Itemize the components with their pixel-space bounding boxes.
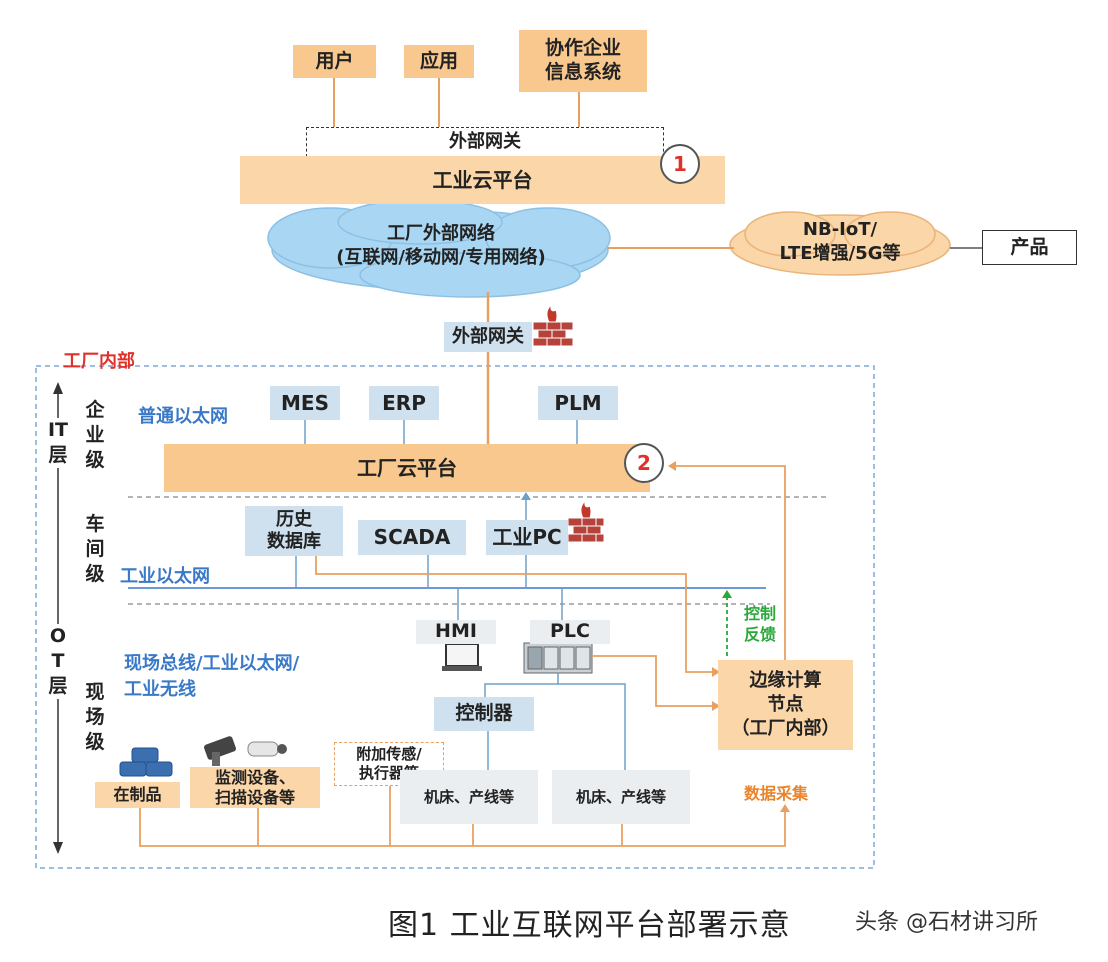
history-database-box[interactable]: 历史 数据库 [245, 506, 343, 556]
factory-boundary [35, 365, 875, 869]
ot-layer-label: OT层 [47, 624, 69, 700]
industrial-pc-box[interactable]: 工业PC [486, 520, 568, 555]
industrial-cloud-platform[interactable]: 工业云平台 [240, 156, 725, 204]
industrial-ethernet-label: 工业以太网 [120, 566, 210, 587]
external-gateway-mid[interactable]: 外部网关 [444, 322, 532, 352]
plc-label-box[interactable]: PLC [530, 620, 610, 644]
user-box[interactable]: 用户 [293, 45, 376, 78]
nbiot-cloud [729, 211, 951, 276]
scada-box[interactable]: SCADA [358, 520, 466, 555]
data-collection-label: 数据采集 [744, 784, 809, 803]
machine-tools-box-2[interactable]: 机床、产线等 [552, 770, 690, 824]
partner-info-system-box[interactable]: 协作企业 信息系统 [519, 30, 647, 92]
field-level-label: 现场级 [85, 681, 105, 754]
hmi-label-box[interactable]: HMI [416, 620, 496, 644]
it-layer-label: IT层 [47, 418, 69, 469]
scanner-camera-icon [204, 736, 287, 766]
workshop-level-label: 车间级 [85, 513, 105, 586]
wip-blocks-icon [119, 747, 173, 777]
badge-1: 1 [660, 144, 700, 184]
plm-box[interactable]: PLM [538, 386, 618, 420]
firewall-icon [567, 499, 605, 543]
machine-tools-box-1[interactable]: 机床、产线等 [400, 770, 538, 824]
factory-inside-label: 工厂内部 [63, 351, 135, 372]
edge-computing-node[interactable]: 边缘计算 节点 （工厂内部） [718, 660, 853, 750]
watermark: 头条 @石材讲习所 [855, 904, 1038, 936]
monitor-icon [442, 643, 482, 671]
control-feedback-label: 控制 反馈 [744, 604, 777, 644]
external-network-cloud [267, 199, 611, 298]
enterprise-level-label: 企业级 [85, 399, 105, 472]
application-box[interactable]: 应用 [404, 45, 474, 78]
mes-box[interactable]: MES [270, 386, 340, 420]
product-box[interactable]: 产品 [982, 230, 1077, 265]
firewall-icon [532, 303, 574, 347]
external-gateway-top[interactable]: 外部网关 [306, 127, 664, 157]
wip-box[interactable]: 在制品 [95, 782, 180, 808]
controller-box[interactable]: 控制器 [434, 697, 534, 731]
external-network-label: 工厂外部网络 (互联网/移动网/专用网络) [336, 223, 546, 269]
nbiot-label: NB-IoT/ LTE增强/5G等 [779, 219, 901, 265]
figure-caption: 图1 工业互联网平台部署示意 [388, 908, 791, 943]
fieldbus-label: 现场总线/工业以太网/ 工业无线 [124, 653, 300, 701]
monitoring-equipment-box[interactable]: 监测设备、 扫描设备等 [190, 767, 320, 808]
common-ethernet-label: 普通以太网 [138, 406, 228, 427]
factory-cloud-platform[interactable]: 工厂云平台 [164, 444, 650, 492]
badge-2: 2 [624, 443, 664, 483]
plc-rack-icon [523, 642, 593, 674]
erp-box[interactable]: ERP [369, 386, 439, 420]
